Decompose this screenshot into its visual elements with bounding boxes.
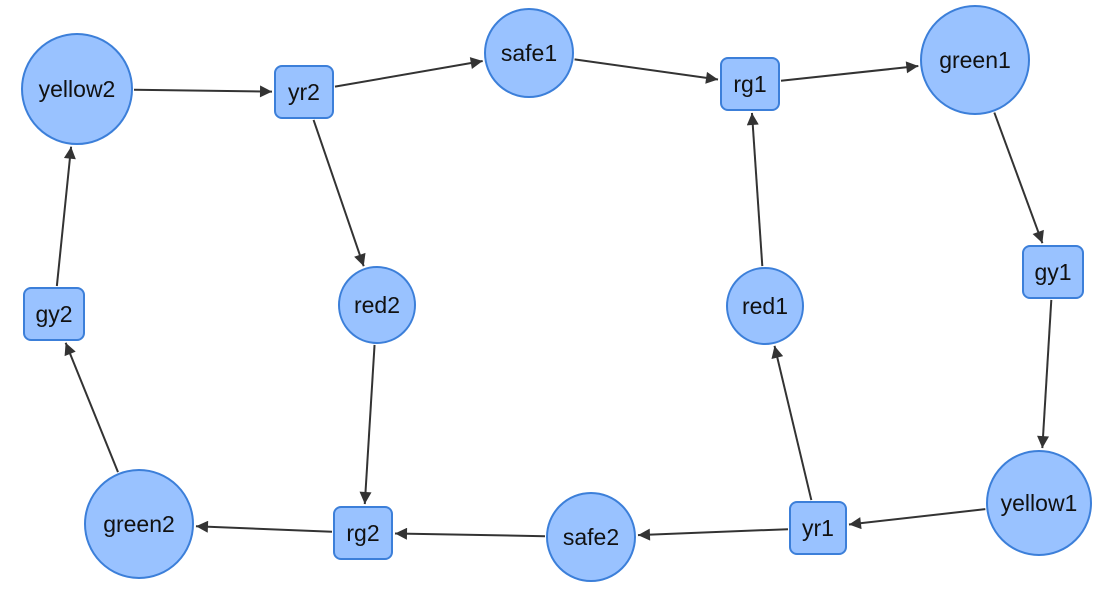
node-yr1: yr1 xyxy=(789,501,847,555)
edge-safe2-to-rg2 xyxy=(394,527,546,540)
node-yellow1: yellow1 xyxy=(986,450,1092,556)
edge-yr2-to-red2 xyxy=(312,119,366,267)
node-safe2-label: safe2 xyxy=(563,524,619,550)
node-yr2-label: yr2 xyxy=(288,79,320,105)
node-yellow2-circle xyxy=(21,33,133,145)
edge-gy2-to-yellow2 xyxy=(55,146,76,287)
node-red1: red1 xyxy=(726,267,804,345)
edge-rg2-to-green2 xyxy=(195,520,333,533)
node-yellow2-label: yellow2 xyxy=(39,76,116,102)
node-yellow1-label: yellow1 xyxy=(1001,490,1078,516)
node-red2: red2 xyxy=(338,266,416,344)
node-safe1-label: safe1 xyxy=(501,40,557,66)
node-rg2-box xyxy=(333,506,393,560)
node-green2: green2 xyxy=(84,469,194,579)
node-gy2: gy2 xyxy=(23,287,85,341)
edge-red2-to-rg2 xyxy=(359,344,376,505)
edge-yr1-to-safe2 xyxy=(637,528,789,541)
edge-safe1-to-rg1 xyxy=(574,58,719,84)
node-green2-circle xyxy=(84,469,194,579)
node-green1-label: green1 xyxy=(939,47,1011,73)
node-gy1-label: gy1 xyxy=(1034,259,1071,285)
node-yellow2: yellow2 xyxy=(21,33,133,145)
node-green1: green1 xyxy=(920,5,1030,115)
edge-yellow1-to-yr1 xyxy=(848,508,986,530)
node-gy2-box xyxy=(23,287,85,341)
node-safe2: safe2 xyxy=(546,492,636,582)
node-red2-label: red2 xyxy=(354,292,400,318)
node-red2-circle xyxy=(338,266,416,344)
node-rg2: rg2 xyxy=(333,506,393,560)
node-green2-label: green2 xyxy=(103,511,175,537)
node-red1-label: red1 xyxy=(742,293,788,319)
edge-rg1-to-green1 xyxy=(780,61,919,82)
node-gy2-label: gy2 xyxy=(35,301,72,327)
node-rg2-label: rg2 xyxy=(346,520,379,546)
edge-red1-to-rg1 xyxy=(746,112,764,267)
node-yellow1-circle xyxy=(986,450,1092,556)
edge-gy1-to-yellow1 xyxy=(1037,299,1053,449)
node-rg1-box xyxy=(720,57,780,111)
node-yr2-box xyxy=(274,65,334,119)
edge-yr1-to-red1 xyxy=(771,345,813,501)
edge-yellow2-to-yr2 xyxy=(133,85,273,98)
node-gy1-box xyxy=(1022,245,1084,299)
node-yr1-label: yr1 xyxy=(802,515,834,541)
node-rg1: rg1 xyxy=(720,57,780,111)
node-safe1-circle xyxy=(484,8,574,98)
edge-green2-to-gy2 xyxy=(64,342,119,473)
node-safe1: safe1 xyxy=(484,8,574,98)
edge-yr2-to-safe1 xyxy=(334,57,483,88)
node-yr1-box xyxy=(789,501,847,555)
node-red1-circle xyxy=(726,267,804,345)
node-gy1: gy1 xyxy=(1022,245,1084,299)
edge-green1-to-gy1 xyxy=(993,112,1044,244)
node-safe2-circle xyxy=(546,492,636,582)
node-rg1-label: rg1 xyxy=(733,71,766,97)
node-green1-circle xyxy=(920,5,1030,115)
node-yr2: yr2 xyxy=(274,65,334,119)
